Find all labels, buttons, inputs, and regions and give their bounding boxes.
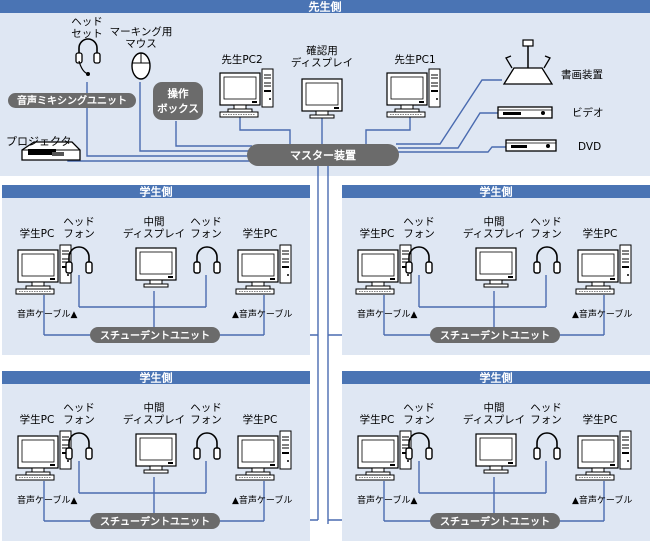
confirm-display-label-line1: 確認用 [306,44,338,57]
headphones-right-label-line2: フォン [530,414,562,426]
audio-cable-right-label: ▲音声ケーブル [232,494,292,506]
student-group-title: 学生側 [140,371,173,385]
student-group-2: 学生側学生PCヘッドフォン中間ディスプレイヘッドフォン学生PC音声ケーブル▲▲音… [342,185,650,356]
video-label: ビデオ [572,106,604,119]
marking-mouse-icon [131,52,151,80]
middle-display-label-line1: 中間 [144,401,165,414]
middle-display-label-line2: ディスプレイ [463,227,525,240]
teacher-pc1-label: 先生PC1 [394,53,435,66]
document-camera-label: 書画装置 [561,68,603,81]
headphones-right-label-line1: ヘッド [530,216,562,228]
headphones-right-label-line1: ヘッド [530,402,562,414]
student-unit-pill [430,327,560,343]
headphones-left-label-line2: フォン [403,228,435,240]
video-deck-icon [497,106,553,119]
student-group-title: 学生側 [140,185,173,199]
control-box-label-line1: 操作 [168,87,189,100]
student-pc-right-label: 学生PC [583,227,618,240]
audio-cable-left-label: 音声ケーブル▲ [357,308,417,320]
student-group-title: 学生側 [480,185,513,199]
headphones-right-label-line2: フォン [530,228,562,240]
dvd-player-icon [505,139,557,152]
mixing-unit-pill: 音声ミキシングユニット [8,93,136,108]
student-pc-left-label: 学生PC [20,227,55,240]
mixing-unit-label: 音声ミキシングユニット [17,94,127,107]
middle-display-label-line1: 中間 [144,215,165,228]
headphones-left-label-line2: フォン [403,414,435,426]
headphones-left-label-line1: ヘッド [63,402,95,414]
audio-cable-right-label: ▲音声ケーブル [232,308,292,320]
middle-display-label-line2: ディスプレイ [123,227,185,240]
headphones-right-label-line2: フォン [190,414,222,426]
audio-cable-right-label: ▲音声ケーブル [572,308,632,320]
headphones-left-label-line1: ヘッド [403,402,435,414]
student-pc-right-label: 学生PC [583,413,618,426]
headphones-right-label-line2: フォン [190,228,222,240]
projector-icon [21,141,81,161]
student-unit-pill [90,327,220,343]
student-group-3: 学生側学生PCヘッドフォン中間ディスプレイヘッドフォン学生PC音声ケーブル▲▲音… [2,371,310,542]
headset-label-line2: セット [71,28,103,40]
headphones-left-label-line1: ヘッド [63,216,95,228]
teacher-pc2-label: 先生PC2 [221,53,262,66]
student-pc-left-label: 学生PC [360,413,395,426]
student-unit-label: スチューデントユニット [440,329,550,342]
audio-cable-left-label: 音声ケーブル▲ [17,494,77,506]
teacher-title-bar [0,0,650,13]
student-pc-right-label: 学生PC [243,413,278,426]
teacher-connection-lines [67,79,506,162]
master-unit-label: マスター装置 [290,148,356,162]
student-groups: 学生側学生PCヘッドフォン中間ディスプレイヘッドフォン学生PC音声ケーブル▲▲音… [2,185,650,542]
headset-icon [75,38,101,76]
teacher-area: 先生側 ヘッド セット マーキング用 マウス [0,0,650,176]
document-camera-icon [502,39,554,85]
audio-cable-left-label: 音声ケーブル▲ [17,308,77,320]
headphones-right-label-line1: ヘッド [190,402,222,414]
headphones-right-label-line1: ヘッド [190,216,222,228]
mouse-label-line2: マウス [125,38,157,50]
headphones-left-label-line2: フォン [63,228,95,240]
audio-cable-left-label: 音声ケーブル▲ [357,494,417,506]
middle-display-label-line1: 中間 [484,401,505,414]
headphones-left-label-line2: フォン [63,414,95,426]
middle-display-label-line2: ディスプレイ [123,413,185,426]
mouse-label-line1: マーキング用 [110,25,173,38]
middle-display-label-line2: ディスプレイ [463,413,525,426]
student-unit-pill [430,513,560,529]
student-unit-pill [90,513,220,529]
student-unit-label: スチューデントユニット [100,515,210,528]
audio-cable-right-label: ▲音声ケーブル [572,494,632,506]
headset-label-line1: ヘッド [71,16,103,28]
confirm-display-label-line2: ディスプレイ [291,56,353,69]
middle-display-label-line1: 中間 [484,215,505,228]
headphones-left-label-line1: ヘッド [403,216,435,228]
student-pc-left-label: 学生PC [20,413,55,426]
student-group-1: 学生側学生PCヘッドフォン中間ディスプレイヘッドフォン学生PC音声ケーブル▲▲音… [2,185,310,356]
dvd-label: DVD [578,141,601,153]
student-group-4: 学生側学生PCヘッドフォン中間ディスプレイヘッドフォン学生PC音声ケーブル▲▲音… [342,371,650,542]
student-unit-label: スチューデントユニット [440,515,550,528]
student-pc-left-label: 学生PC [360,227,395,240]
student-unit-label: スチューデントユニット [100,329,210,342]
student-pc-right-label: 学生PC [243,227,278,240]
control-box-label-line2: ボックス [157,102,199,115]
student-group-title: 学生側 [480,371,513,385]
teacher-title: 先生側 [309,0,342,14]
projector-label: プロジェクタ [6,135,72,148]
control-box-pill: 操作 ボックス [153,82,203,120]
master-unit-pill: マスター装置 [247,144,399,166]
